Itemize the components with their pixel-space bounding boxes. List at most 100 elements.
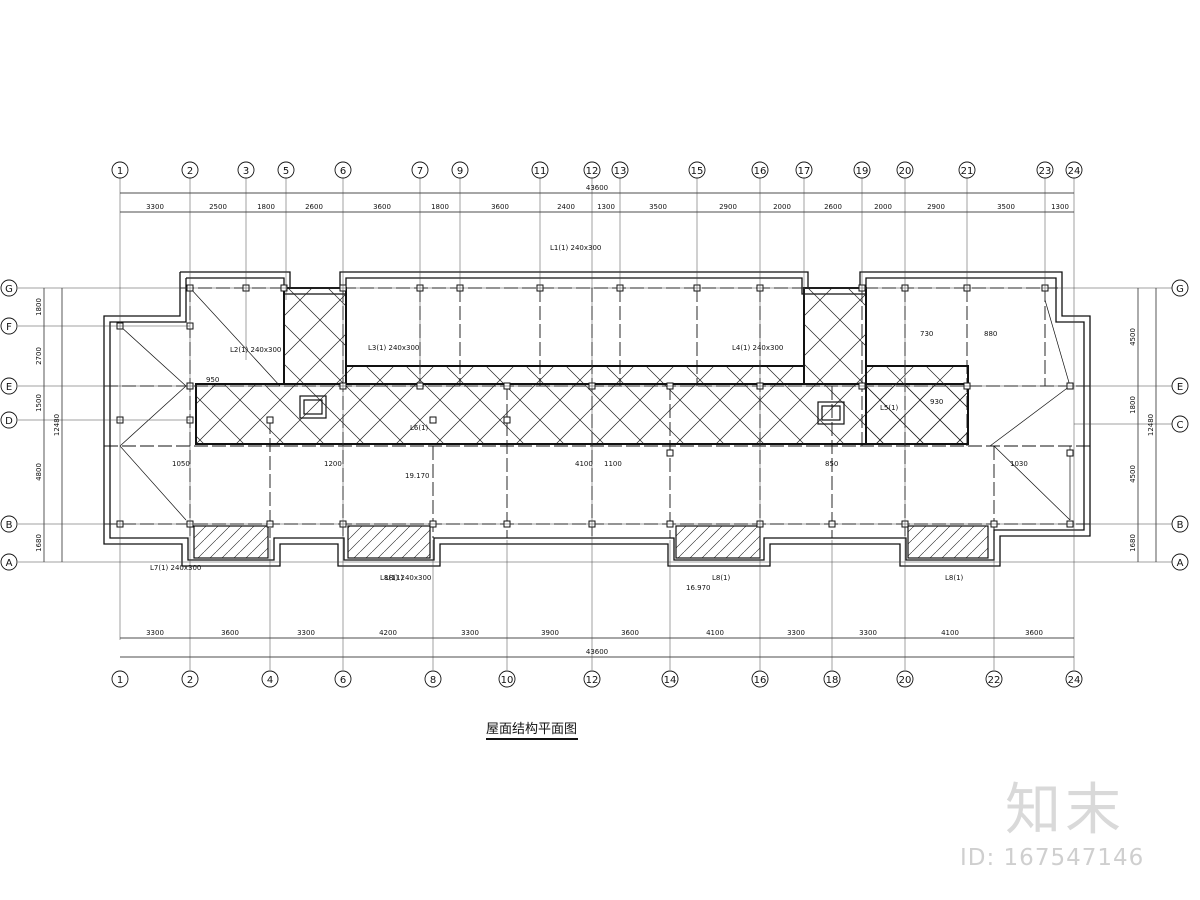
corridor-slab — [195, 383, 969, 445]
total-dimension-left: 12480 — [53, 414, 61, 436]
axis-label-left: F — [6, 322, 12, 333]
top-dimension-lines — [43, 192, 1157, 658]
slab-annotation: 1030 — [1010, 460, 1028, 468]
dimension-top: 3300 — [146, 203, 164, 211]
axis-label-bottom: 14 — [664, 675, 677, 686]
watermark-id: ID: 167547146 — [960, 845, 1145, 871]
axis-label-top: 13 — [614, 166, 627, 177]
axis-label-right: E — [1177, 382, 1183, 393]
axis-label-top: 16 — [754, 166, 767, 177]
axis-label-top: 23 — [1039, 166, 1052, 177]
beam-annotation: L3(1) 240x300 — [368, 344, 419, 352]
building-outline — [103, 271, 1091, 567]
title-underline — [486, 738, 578, 740]
dimension-top: 2500 — [209, 203, 227, 211]
slab-annotation: 1200 — [324, 460, 342, 468]
dimension-left: 1500 — [35, 394, 43, 412]
axis-label-bottom: 8 — [430, 675, 436, 686]
axis-label-top: 9 — [457, 166, 463, 177]
balcony-slabs — [193, 525, 989, 559]
dimension-top: 2400 — [557, 203, 575, 211]
axis-label-left: B — [6, 520, 13, 531]
total-dimension-right: 12480 — [1147, 414, 1155, 436]
dimension-top: 2900 — [719, 203, 737, 211]
dimension-bottom: 3300 — [146, 629, 164, 637]
beam-label: L8(1) — [385, 574, 404, 582]
watermark-brand: 知末 — [1005, 778, 1125, 843]
axis-label-top: 15 — [691, 166, 704, 177]
dimension-right: 4500 — [1129, 465, 1137, 483]
dimension-bottom: 3600 — [1025, 629, 1043, 637]
axis-label-top: 12 — [586, 166, 599, 177]
axis-label-right: B — [1177, 520, 1184, 531]
axis-label-left: A — [6, 558, 13, 569]
dimension-bottom: 4200 — [379, 629, 397, 637]
dimension-right: 1800 — [1129, 396, 1137, 414]
dimension-left: 1680 — [35, 534, 43, 552]
slab-annotation: 850 — [825, 460, 838, 468]
axis-label-bottom: 1 — [117, 675, 123, 686]
core-slab-right — [865, 365, 969, 445]
axis-bubbles-bottom — [111, 670, 1083, 688]
axis-label-top: 24 — [1068, 166, 1081, 177]
dimension-bottom: 3600 — [221, 629, 239, 637]
dimension-bottom: 4100 — [941, 629, 959, 637]
dimension-bottom: 3300 — [787, 629, 805, 637]
axis-label-top: 1 — [117, 166, 123, 177]
dimension-top: 1300 — [597, 203, 615, 211]
axis-label-top: 17 — [798, 166, 811, 177]
dimension-top: 3600 — [373, 203, 391, 211]
beam-annotation: L7(1) 240x300 — [150, 564, 201, 572]
axis-label-top: 7 — [417, 166, 423, 177]
total-dimension-top: 43600 — [586, 184, 608, 192]
axis-label-top: 5 — [283, 166, 289, 177]
slab-annotation: 730 — [920, 330, 933, 338]
dimension-top: 1300 — [1051, 203, 1069, 211]
beam-annotation: L5(1) — [880, 404, 899, 412]
axis-label-top: 3 — [243, 166, 249, 177]
dimension-top: 3500 — [649, 203, 667, 211]
dimension-top: 3600 — [491, 203, 509, 211]
slab-annotation: 880 — [984, 330, 997, 338]
axis-label-bottom: 6 — [340, 675, 346, 686]
dimension-top: 2600 — [305, 203, 323, 211]
total-dimension-bottom: 43600 — [586, 648, 608, 656]
dimension-top: 2900 — [927, 203, 945, 211]
drawing-title: 屋面结构平面图 — [486, 722, 578, 737]
slab-annotation: 1050 — [172, 460, 190, 468]
stair-slab-right — [803, 287, 867, 385]
axis-lines — [18, 178, 1180, 670]
dimension-right: 4500 — [1129, 328, 1137, 346]
axis-label-left: D — [5, 416, 13, 427]
axis-label-top: 19 — [856, 166, 869, 177]
axis-label-bottom: 24 — [1068, 675, 1081, 686]
slab-annotation: 930 — [930, 398, 943, 406]
axis-bubbles-top — [111, 161, 1083, 179]
beam-annotation: L2(1) 240x300 — [230, 346, 281, 354]
axis-bubbles-side — [0, 279, 1189, 571]
axis-label-top: 21 — [961, 166, 974, 177]
dimension-top: 2000 — [874, 203, 892, 211]
dimension-top: 2000 — [773, 203, 791, 211]
dimension-left: 1800 — [35, 298, 43, 316]
beam-annotation: L4(1) 240x300 — [732, 344, 783, 352]
axis-label-bottom: 2 — [187, 675, 193, 686]
axis-label-left: G — [5, 284, 13, 295]
axis-label-bottom: 12 — [586, 675, 599, 686]
slab-diagonals — [119, 287, 1071, 521]
dimension-top: 1800 — [257, 203, 275, 211]
dimension-right: 1680 — [1129, 534, 1137, 552]
axis-label-top: 11 — [534, 166, 547, 177]
dimension-top: 1800 — [431, 203, 449, 211]
axis-label-bottom: 18 — [826, 675, 839, 686]
axis-label-bottom: 10 — [501, 675, 514, 686]
axis-label-right: A — [1177, 558, 1184, 569]
beam-label: L8(1) — [712, 574, 731, 582]
elevation-mark: 16.970 — [686, 584, 711, 592]
openings — [299, 395, 845, 425]
beam-annotation: L1(1) 240x300 — [550, 244, 601, 252]
axis-label-top: 20 — [899, 166, 912, 177]
beam-label: L8(1) — [945, 574, 964, 582]
